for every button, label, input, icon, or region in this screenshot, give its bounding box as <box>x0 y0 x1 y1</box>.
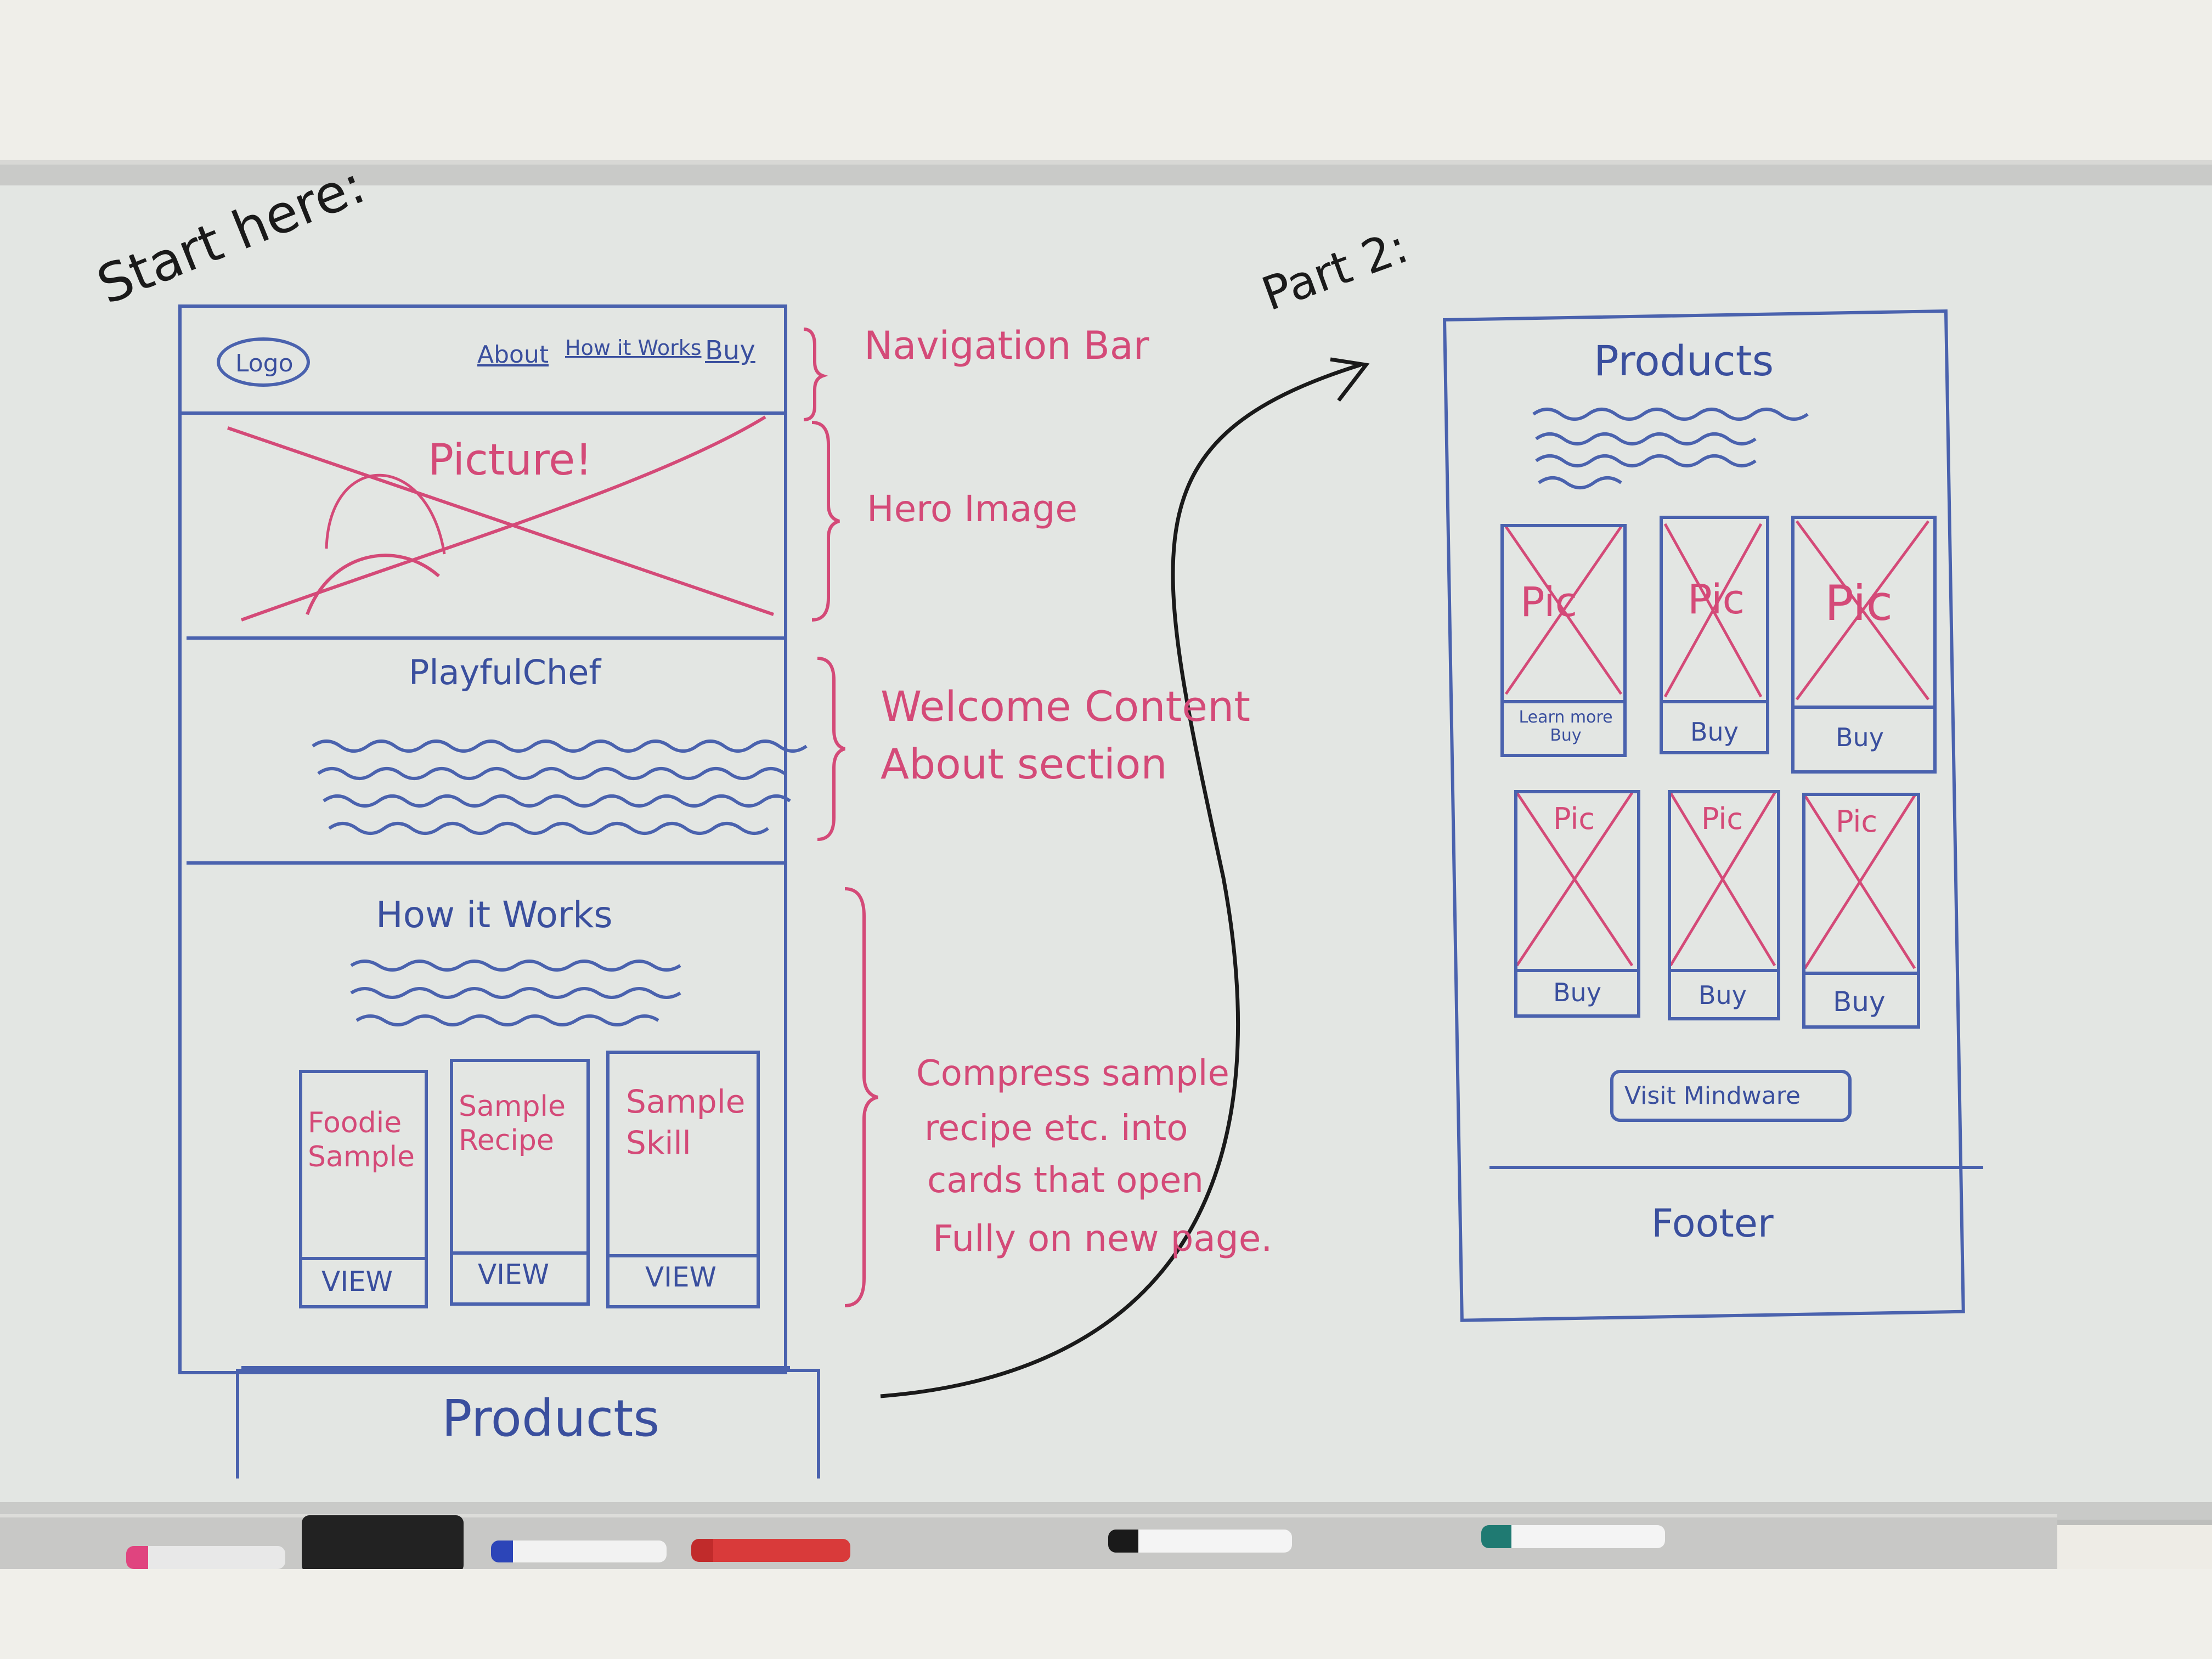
welcome-title: PlayfulChef <box>409 652 601 692</box>
card-divider <box>453 1251 586 1255</box>
product-card[interactable]: Pic Learn more Buy <box>1500 524 1627 757</box>
logo-placeholder[interactable]: Logo <box>217 337 310 387</box>
card-divider <box>1795 706 1933 709</box>
wall-top <box>0 0 2212 165</box>
product-buy-button[interactable]: Learn more Buy <box>1519 708 1613 745</box>
annotation-compress-2: recipe etc. into <box>924 1108 1188 1149</box>
product-card[interactable]: Pic Buy <box>1514 790 1640 1018</box>
nav-link-how-it-works[interactable]: How it Works <box>565 336 702 360</box>
card-foodie-sample[interactable]: Foodie Sample VIEW <box>299 1070 428 1308</box>
card-divider <box>1504 700 1623 703</box>
annotation-hero-image: Hero Image <box>867 488 1077 530</box>
product-pic: Pic <box>1520 579 1578 626</box>
nav-link-buy[interactable]: Buy <box>705 335 755 366</box>
annotation-compress-4: Fully on new page. <box>933 1217 1273 1260</box>
annotation-compress-3: cards that open <box>927 1160 1204 1201</box>
visit-mindware-button[interactable]: Visit Mindware <box>1610 1070 1852 1122</box>
annotation-compress-1: Compress sample <box>916 1053 1229 1094</box>
part2-arrow <box>880 357 1370 1398</box>
card-divider <box>1663 700 1766 703</box>
hero-cross <box>227 415 774 622</box>
how-it-works-title: How it Works <box>376 894 613 936</box>
product-pic: Pic <box>1836 804 1878 839</box>
homepage-wireframe <box>178 304 787 1374</box>
products-scribbles <box>1532 408 1809 489</box>
products-page-title: Products <box>1594 336 1774 385</box>
product-buy-button[interactable]: Buy <box>1836 723 1884 752</box>
product-buy-button[interactable]: Buy <box>1553 978 1601 1007</box>
annotation-welcome-content: Welcome Content <box>881 682 1251 731</box>
annotation-brackets <box>803 328 878 1307</box>
product-buy-button[interactable]: Buy <box>1690 717 1739 747</box>
card-title: Sample Skill <box>626 1083 746 1162</box>
green-marker[interactable] <box>1481 1525 1665 1548</box>
card-sample-skill[interactable]: Sample Skill VIEW <box>606 1051 760 1308</box>
eraser[interactable] <box>302 1515 464 1573</box>
product-buy-button[interactable]: Buy <box>1699 980 1747 1010</box>
product-pic: Pic <box>1688 576 1745 623</box>
footer-divider <box>1489 1166 1983 1169</box>
product-card[interactable]: Pic Buy <box>1660 516 1769 754</box>
footer-label: Footer <box>1651 1201 1774 1246</box>
nav-divider <box>181 411 785 415</box>
welcome-divider <box>187 861 785 865</box>
card-divider <box>1517 969 1637 972</box>
product-card[interactable]: Pic Buy <box>1802 793 1920 1029</box>
products-divider <box>241 1366 790 1369</box>
product-buy-button[interactable]: Buy <box>1833 986 1886 1018</box>
card-divider <box>1671 969 1777 972</box>
card-title: Sample Recipe <box>459 1090 566 1158</box>
card-divider <box>1805 972 1917 975</box>
wall-bottom <box>0 1569 2212 1659</box>
welcome-scribbles <box>312 740 808 835</box>
red-marker[interactable] <box>691 1539 850 1562</box>
product-pic-crosses <box>1504 520 1930 969</box>
visit-mindware-label: Visit Mindware <box>1624 1082 1801 1110</box>
product-pic: Pic <box>1701 802 1743 836</box>
product-card[interactable]: Pic Buy <box>1668 790 1780 1020</box>
card-divider <box>610 1254 757 1257</box>
how-scribbles <box>350 960 681 1026</box>
annotation-about-section: About section <box>881 740 1167 788</box>
product-card[interactable]: Pic Buy <box>1791 516 1937 774</box>
hero-divider <box>187 636 785 640</box>
blue-marker[interactable] <box>491 1541 667 1562</box>
products-section-title: Products <box>442 1389 660 1448</box>
whiteboard-surface <box>0 185 2212 1502</box>
card-title: Foodie Sample <box>308 1107 415 1174</box>
card-view-button[interactable]: VIEW <box>478 1259 549 1290</box>
pink-marker[interactable] <box>126 1546 285 1569</box>
hero-image-placeholder: Picture! <box>428 436 592 485</box>
card-view-button[interactable]: VIEW <box>645 1261 716 1293</box>
annotation-navigation-bar: Navigation Bar <box>864 323 1149 368</box>
card-divider <box>302 1257 425 1260</box>
product-pic: Pic <box>1553 802 1595 836</box>
card-sample-recipe[interactable]: Sample Recipe VIEW <box>450 1059 590 1306</box>
product-pic: Pic <box>1825 575 1893 631</box>
nav-link-about[interactable]: About <box>477 341 549 369</box>
products-section <box>236 1369 820 1479</box>
card-view-button[interactable]: VIEW <box>321 1266 393 1297</box>
black-marker[interactable] <box>1108 1530 1292 1553</box>
logo-text: Logo <box>235 349 294 377</box>
